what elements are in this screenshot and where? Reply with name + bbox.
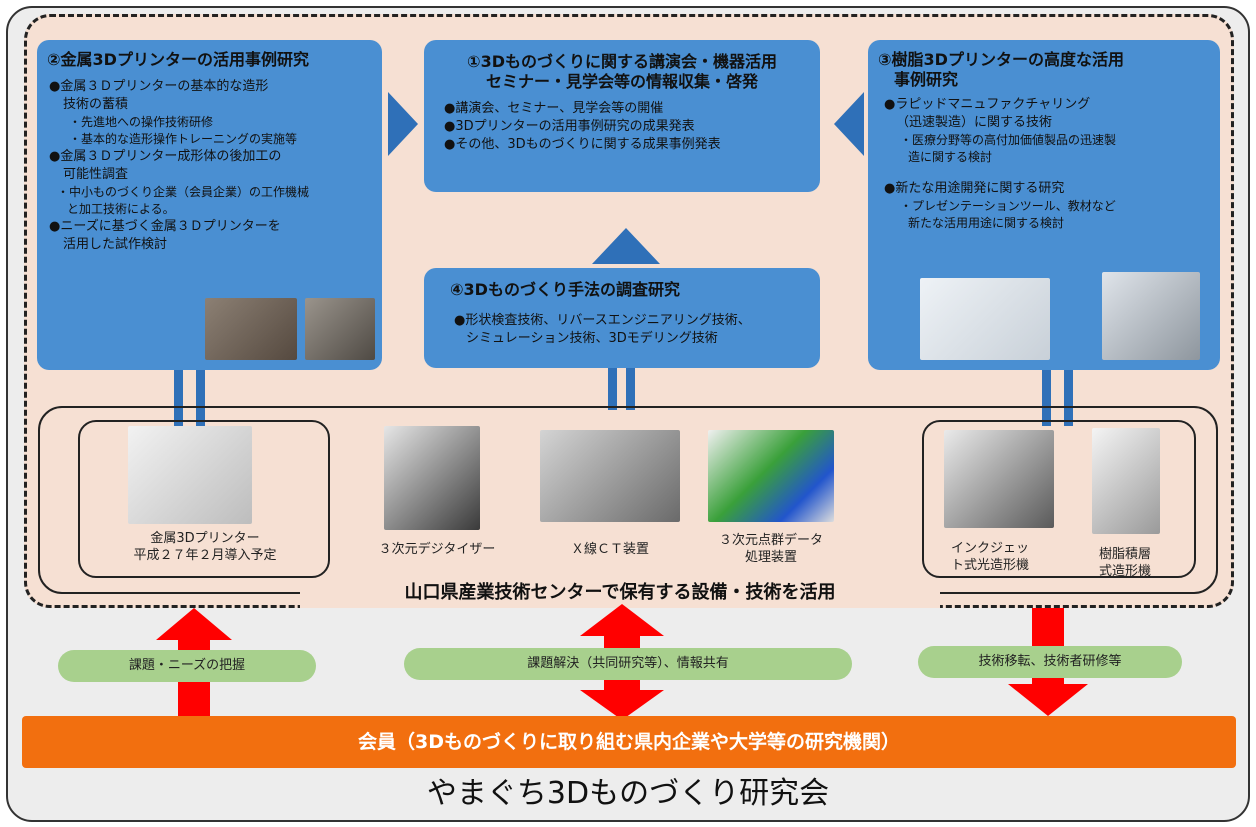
metal-printer-photo [128, 426, 252, 524]
box2-subline: ・中小ものづくり企業（会員企業）の工作機械 [57, 185, 310, 199]
resin-caption: 樹脂積層 [1098, 547, 1151, 562]
xray-ct-caption: Ｘ線ＣＴ装置 [570, 542, 649, 557]
box2-line: ●ニーズに基づく金属３Ｄプリンターを [49, 219, 281, 234]
hand-tool-photo [1102, 272, 1200, 360]
pointcloud-software-photo [708, 430, 834, 522]
box-metal-printer-research: ②金属3Dプリンターの活用事例研究 ●金属３Ｄプリンターの基本的な造形 技術の蓄… [37, 40, 382, 370]
metal-printer-caption: 金属3Dプリンター [150, 531, 260, 546]
box1-item: ●その他、3Dものづくりに関する成果事例発表 [444, 137, 721, 152]
arrow-up-icon [592, 228, 660, 264]
connector-bar [1042, 370, 1051, 426]
box-3d-methods-research: ④3Dものづくり手法の調査研究 ●形状検査技術、リバースエンジニアリング技術、 … [424, 268, 820, 368]
metal-printer-caption: 平成２７年２月導入予定 [133, 548, 277, 563]
connector-bar [1064, 370, 1073, 426]
box3-line: ●ラピッドマニュファクチャリング [884, 97, 1091, 112]
connector-bar [174, 370, 183, 426]
box2-subline: ・先進地への操作技術研修 [69, 115, 214, 129]
flow-label-transfer: 技術移転、技術者研修等 [918, 646, 1182, 678]
digitizer-photo [384, 426, 480, 530]
metal-lattice-photo [305, 298, 375, 360]
box4-title: ④3Dものづくり手法の調査研究 [450, 280, 680, 299]
xray-ct-photo [540, 430, 680, 522]
resin-printers-frame [922, 420, 1196, 578]
box4-line: ●形状検査技術、リバースエンジニアリング技術、 [454, 313, 751, 328]
box2-subline: と加工技術による。 [67, 202, 175, 216]
box2-subline: ・基本的な造形操作トレーニングの実施等 [69, 132, 298, 146]
box1-title: セミナー・見学会等の情報収集・啓発 [485, 72, 758, 91]
box2-line: 技術の蓄積 [63, 97, 129, 112]
box-seminar-info: ①3Dものづくりに関する講演会・機器活用 セミナー・見学会等の情報収集・啓発 ●… [424, 40, 820, 192]
digitizer-caption: ３次元デジタイザー [378, 542, 496, 557]
metal-part-photo [205, 298, 297, 360]
flow-label-solutions: 課題解決（共同研究等）、情報共有 [404, 648, 852, 680]
resin-caption: 式造形機 [1098, 564, 1151, 579]
box3-title: ③樹脂3Dプリンターの高度な活用 [878, 50, 1124, 69]
metal-printer-frame [78, 420, 330, 578]
arrow-right-icon [388, 92, 418, 156]
connector-bar [608, 368, 617, 410]
box3-subline: 造に関する検討 [908, 150, 993, 164]
surgical-tool-photo [920, 278, 1050, 360]
box2-title: ②金属3Dプリンターの活用事例研究 [47, 50, 309, 69]
box2-line: ●金属３Ｄプリンター成形体の後加工の [49, 149, 282, 164]
pointcloud-caption: ３次元点群データ [718, 533, 823, 548]
flow-label-needs: 課題・ニーズの把握 [58, 650, 316, 682]
inkjet-caption: インクジェッ [950, 541, 1029, 556]
arrow-left-icon [834, 92, 864, 156]
equipment-title: 山口県産業技術センターで保有する設備・技術を活用 [300, 578, 940, 608]
resin-printer-photo [1092, 428, 1160, 534]
box2-line: 可能性調査 [63, 167, 129, 182]
org-title: やまぐち3Dものづくり研究会 [426, 776, 830, 811]
box1-item: ●3Dプリンターの活用事例研究の成果発表 [444, 119, 695, 134]
box3-line: （迅速製造）に関する技術 [896, 115, 1053, 130]
inkjet-caption: ト式光造形機 [950, 558, 1029, 573]
box1-item: ●講演会、セミナー、見学会等の開催 [444, 101, 664, 116]
box3-subline: ・医療分野等の高付加価値製品の迅速製 [900, 133, 1117, 147]
box3-subline: ・プレゼンテーションツール、教材など [900, 199, 1116, 213]
members-bar: 会員（3Dものづくりに取り組む県内企業や大学等の研究機関） [22, 716, 1236, 768]
connector-bar [626, 368, 635, 410]
box3-title: 事例研究 [894, 70, 959, 89]
box3-subline: 新たな活用用途に関する検討 [908, 216, 1065, 230]
box1-title: ①3Dものづくりに関する講演会・機器活用 [467, 52, 777, 71]
inkjet-printer-photo [944, 430, 1054, 528]
box2-line: ●金属３Ｄプリンターの基本的な造形 [49, 79, 269, 94]
box3-line: ●新たな用途開発に関する研究 [884, 181, 1065, 196]
pointcloud-caption: 処理装置 [744, 550, 797, 565]
box4-line: シミュレーション技術、3Dモデリング技術 [466, 331, 718, 346]
box2-line: 活用した試作検討 [63, 237, 168, 252]
connector-bar [196, 370, 205, 426]
box-resin-printer-research: ③樹脂3Dプリンターの高度な活用 事例研究 ●ラピッドマニュファクチャリング （… [868, 40, 1220, 370]
